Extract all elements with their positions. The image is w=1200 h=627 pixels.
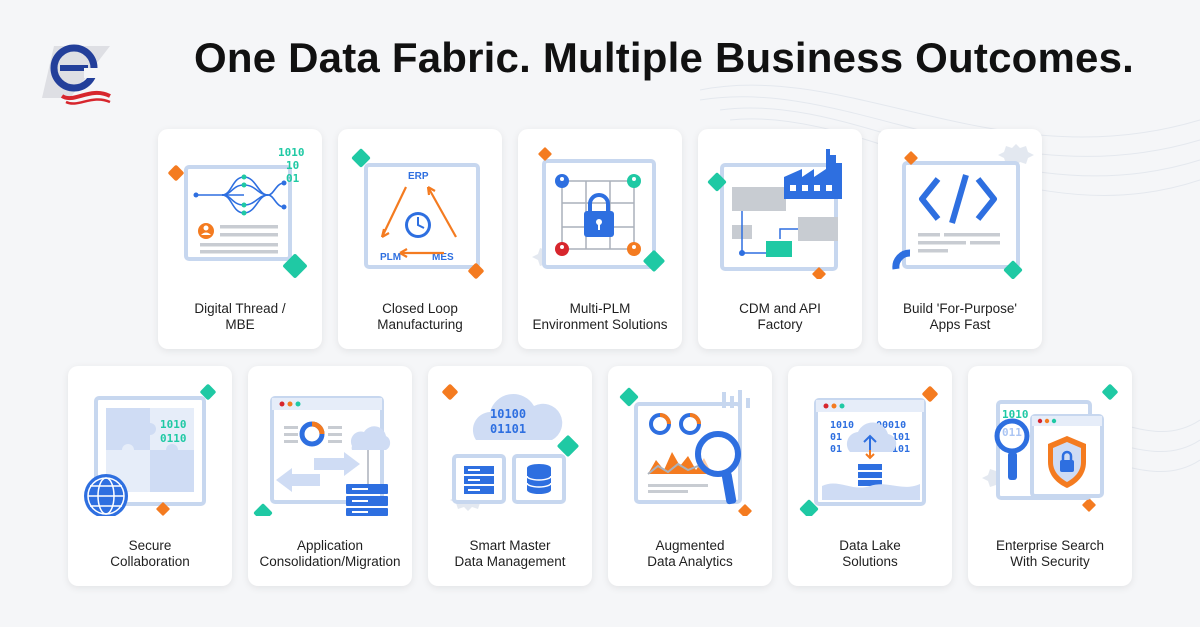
card-enterprise-search[interactable]: 1010 011 Enterprise Search With Security — [968, 366, 1132, 586]
card-label-line1: Augmented — [655, 538, 725, 553]
card-label: Build 'For-Purpose' Apps Fast — [882, 301, 1038, 333]
card-label-line2: Consolidation/Migration — [259, 554, 401, 569]
card-label-line1: Digital Thread / — [194, 301, 286, 316]
puzzle-globe-icon: 1010 0110 — [84, 384, 216, 516]
card-label: Smart Master Data Management — [432, 538, 588, 570]
binary-line: 1010 — [1002, 408, 1029, 421]
binary-line: 10100 — [490, 407, 526, 421]
card-label: Multi-PLM Environment Solutions — [522, 301, 678, 333]
card-label-line2: Manufacturing — [377, 317, 463, 332]
card-label: Secure Collaboration — [72, 538, 228, 570]
binary-line: 1010 — [830, 420, 854, 431]
card-label: Closed Loop Manufacturing — [342, 301, 498, 333]
binary-line: 1010 — [278, 146, 305, 159]
code-brackets-icon — [892, 144, 1034, 279]
search-shield-icon: 1010 011 — [982, 384, 1118, 512]
card-label: Enterprise Search With Security — [972, 538, 1128, 570]
card-label-line1: Closed Loop — [382, 301, 458, 316]
master-data-cloud-icon: 10100 01101 — [442, 384, 579, 511]
card-label-line2: With Security — [1010, 554, 1090, 569]
card-app-consolidation[interactable]: Application Consolidation/Migration — [248, 366, 412, 586]
cycle-label-plm: PLM — [380, 252, 401, 263]
card-digital-thread[interactable]: 1010 10 01 Digital Thread / — [158, 129, 322, 349]
card-label-line1: Data Lake — [839, 538, 901, 553]
card-label-line1: Application — [296, 538, 364, 553]
binary-line: 01 — [830, 432, 842, 443]
card-label-line1: Multi-PLM — [569, 301, 631, 316]
multi-plm-lock-icon — [532, 147, 665, 272]
card-label-line2: Collaboration — [110, 554, 190, 569]
card-label-line2: Solutions — [842, 554, 898, 569]
card-label-line2: Factory — [757, 317, 803, 332]
binary-line: 101 — [892, 432, 910, 443]
binary-line: 10 — [286, 159, 299, 172]
cycle-label-mes: MES — [432, 252, 454, 263]
card-label: Data Lake Solutions — [792, 538, 948, 570]
card-multi-plm[interactable]: Multi-PLM Environment Solutions — [518, 129, 682, 349]
analytics-magnifier-icon — [619, 387, 752, 516]
card-label-line1: Enterprise Search — [995, 538, 1105, 553]
binary-line: 1010 — [160, 418, 187, 431]
card-label-line2: Data Analytics — [647, 554, 733, 569]
card-cdm-api-factory[interactable]: CDM and API Factory — [698, 129, 862, 349]
card-label-line1: Smart Master — [469, 538, 551, 553]
card-label-line1: Build 'For-Purpose' — [903, 301, 1017, 316]
company-e-logo[interactable] — [40, 38, 114, 108]
cycle-label-erp: ERP — [408, 171, 429, 182]
page-title: One Data Fabric. Multiple Business Outco… — [194, 34, 1135, 81]
card-build-apps[interactable]: Build 'For-Purpose' Apps Fast — [878, 129, 1042, 349]
card-label: CDM and API Factory — [702, 301, 858, 333]
card-label-line2: Apps Fast — [929, 317, 991, 332]
factory-icon — [707, 149, 842, 279]
card-label-line1: CDM and API — [739, 301, 821, 316]
card-label-line2: Environment Solutions — [532, 317, 668, 332]
migration-cloud-icon — [253, 396, 391, 516]
card-smart-master-data[interactable]: 10100 01101 Smart Master Data Management — [428, 366, 592, 586]
binary-line: 01 — [830, 444, 842, 455]
closed-loop-icon: ERP PLM MES — [351, 148, 484, 279]
binary-line: 101 — [892, 444, 910, 455]
card-secure-collaboration[interactable]: 1010 0110 Secure Collaboration — [68, 366, 232, 586]
data-lake-icon: 1010 00010 01 101 01 101 — [799, 386, 938, 516]
binary-line: 01 — [286, 172, 300, 185]
card-label-line1: Secure — [128, 538, 172, 553]
card-closed-loop[interactable]: ERP PLM MES Closed Loop Manufacturing — [338, 129, 502, 349]
binary-line: 01101 — [490, 422, 526, 436]
card-augmented-analytics[interactable]: Augmented Data Analytics — [608, 366, 772, 586]
card-label: Augmented Data Analytics — [612, 538, 768, 570]
card-label-line2: Data Management — [454, 554, 566, 569]
card-label-line2: MBE — [225, 317, 255, 332]
card-label: Application Consolidation/Migration — [252, 538, 408, 570]
binary-line: 00010 — [876, 420, 906, 431]
card-data-lake[interactable]: 1010 00010 01 101 01 101 Data Lake Solut… — [788, 366, 952, 586]
digital-thread-icon: 1010 10 01 — [168, 146, 307, 278]
binary-line: 0110 — [160, 432, 187, 445]
card-label: Digital Thread / MBE — [162, 301, 318, 333]
